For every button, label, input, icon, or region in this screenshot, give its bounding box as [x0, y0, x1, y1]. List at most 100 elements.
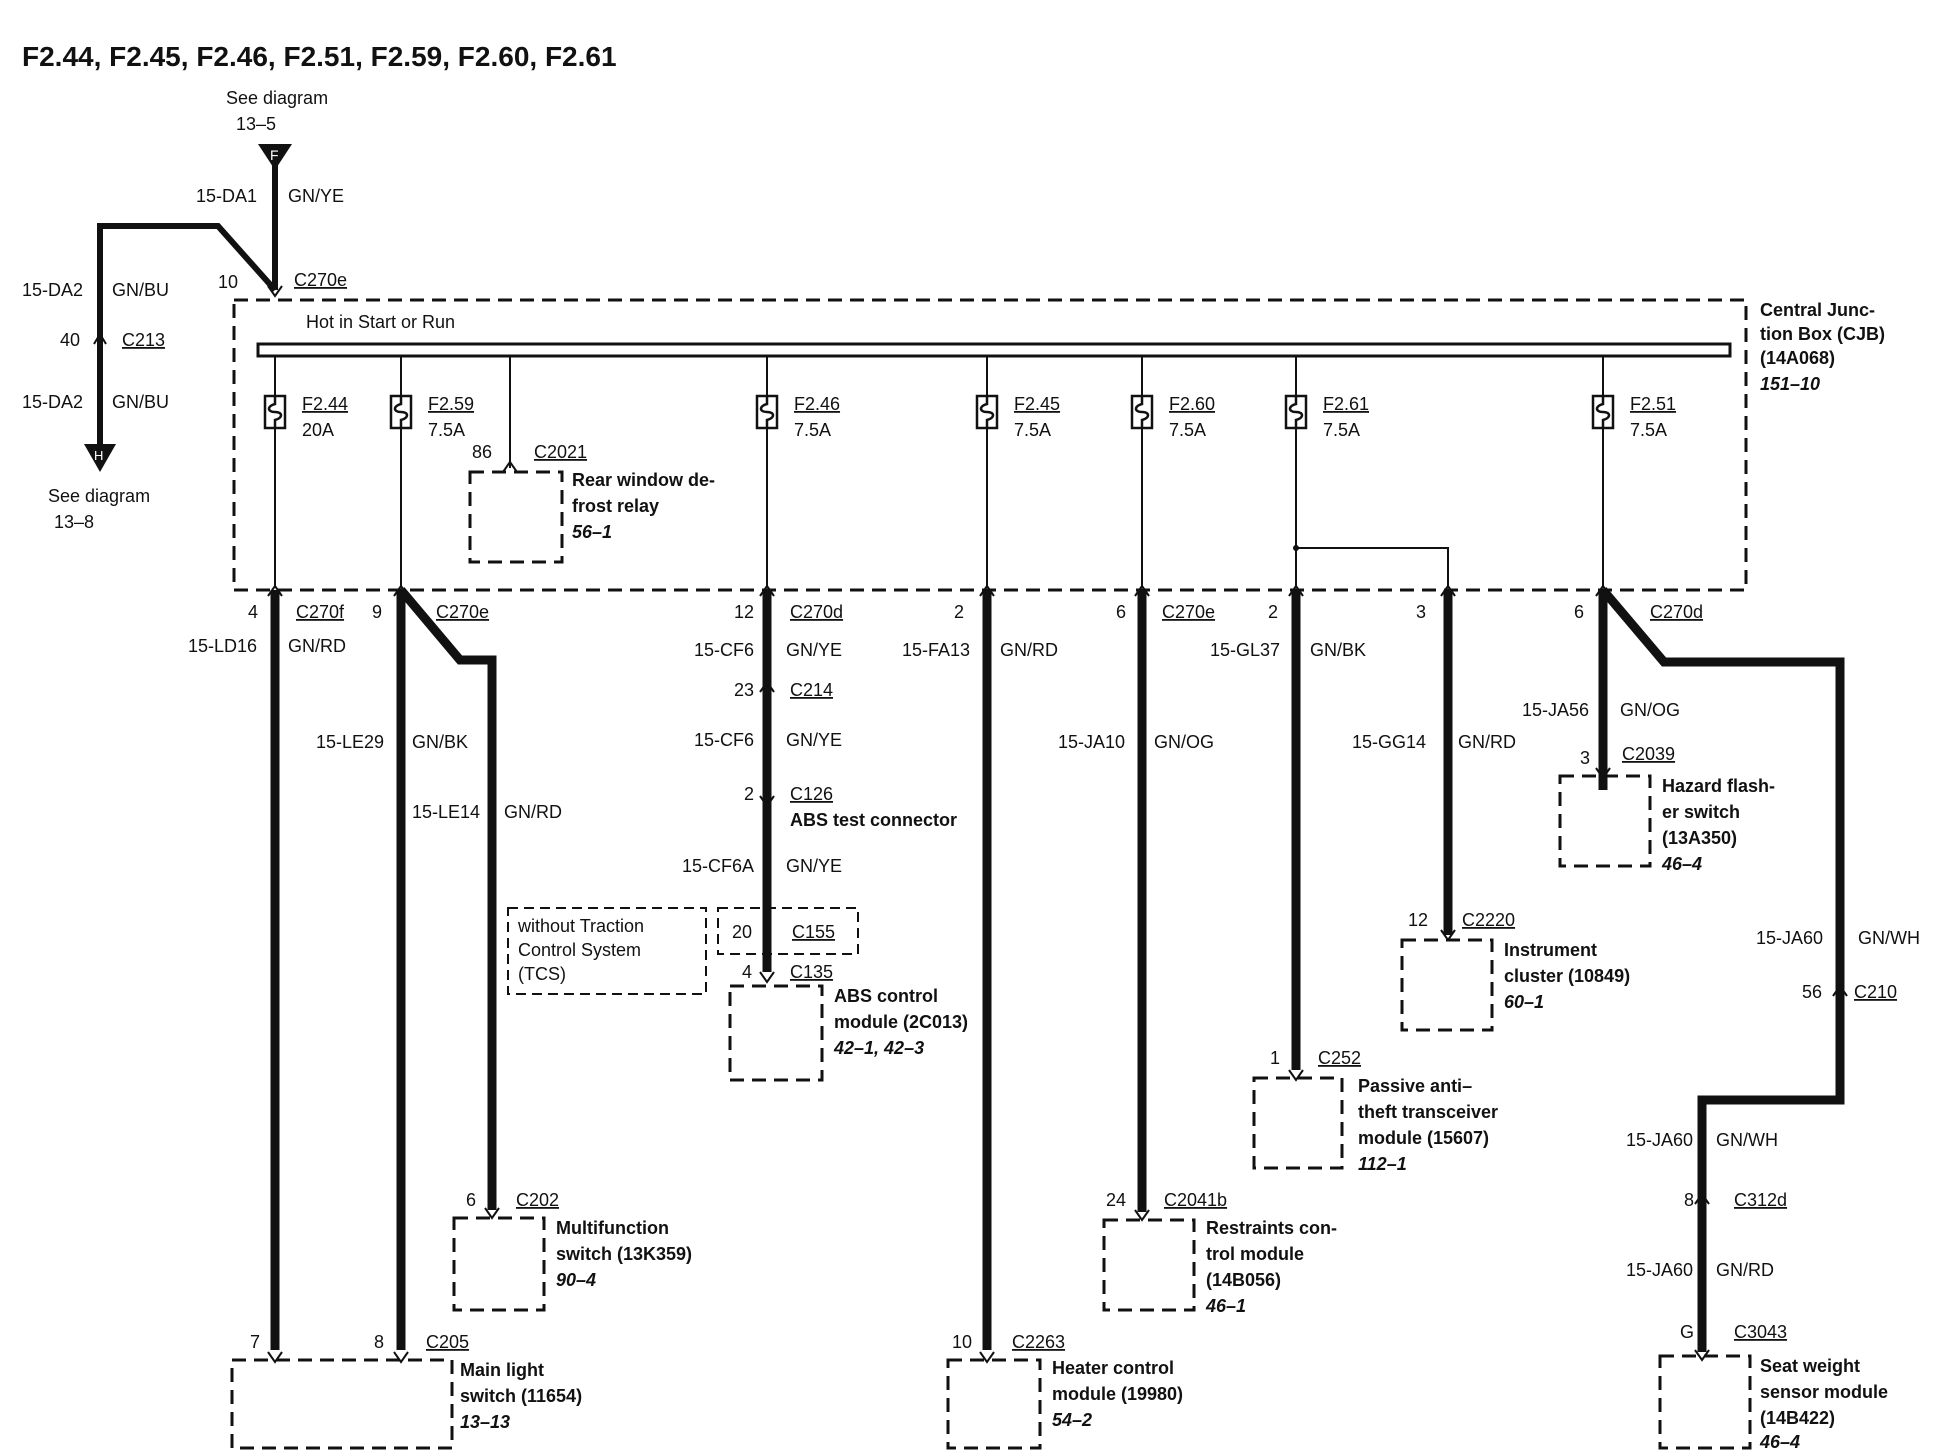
hz-connector: C2039 — [1622, 744, 1675, 764]
o4-color: GN/RD — [1000, 640, 1058, 660]
top-ref-line1: See diagram — [226, 88, 328, 108]
mls-connector: C205 — [426, 1332, 469, 1352]
o3-circuit: 15-CF6 — [694, 640, 754, 660]
relay-name-1: Rear window de- — [572, 470, 715, 490]
connector-icons — [267, 285, 1848, 1364]
c126-circuit: 15-CF6A — [682, 856, 754, 876]
fuse-f2-61-rating: 7.5A — [1323, 420, 1360, 440]
left-c213-pin: 40 — [60, 330, 80, 350]
fuse-f2-60-rating: 7.5A — [1169, 420, 1206, 440]
fuse-f2-60-name: F2.60 — [1169, 394, 1215, 414]
o8-circuit: 15-JA56 — [1522, 700, 1589, 720]
cjb-busbar — [256, 342, 1732, 358]
seat-weight-sensor: Seat weight sensor module (14B422) 46–4 — [1658, 1354, 1888, 1452]
fuse-f2-46-name: F2.46 — [794, 394, 840, 414]
c155-pin: 20 — [732, 922, 752, 942]
heater-connector: C2263 — [1012, 1332, 1065, 1352]
cjb-label: Central Junc- tion Box (CJB) (14A068) 15… — [1760, 300, 1885, 394]
relay-pin: 86 — [472, 442, 492, 462]
o8-low-color: GN/WH — [1716, 1130, 1778, 1150]
top-ref-arrow-icon — [258, 144, 292, 170]
o2-circuit: 15-LE29 — [316, 732, 384, 752]
fuse-f2-59-rating: 7.5A — [428, 420, 465, 440]
fuse-f2-44-name: F2.44 — [302, 394, 348, 414]
rcm-connector: C2041b — [1164, 1190, 1227, 1210]
ic-ref: 60–1 — [1504, 992, 1544, 1012]
rcm-pin: 24 — [1106, 1190, 1126, 1210]
heater-module: 10 C2263 Heater control module (19980) 5… — [946, 1332, 1183, 1450]
heater-name-1: Heater control — [1052, 1358, 1174, 1378]
left-ref-line2: 13–8 — [54, 512, 94, 532]
c3043-connector: C3043 — [1734, 1322, 1787, 1342]
ic-pin: 12 — [1408, 910, 1428, 930]
left-ref-line1: See diagram — [48, 486, 150, 506]
o6-pin: 2 — [1268, 602, 1278, 622]
c126-pin: 2 — [744, 784, 754, 804]
o4-circuit: 15-FA13 — [902, 640, 970, 660]
rear-defrost-relay: 86 C2021 Rear window de- frost relay 56–… — [468, 442, 715, 564]
c126-label: ABS test connector — [790, 810, 957, 830]
left-c213-icon — [93, 332, 107, 345]
hz-pin: 3 — [1580, 748, 1590, 768]
left-ref-letter: H — [94, 448, 103, 463]
o2-connector: C270e — [436, 602, 489, 622]
relay-name-2: frost relay — [572, 496, 659, 516]
cjb-name-3: (14A068) — [1760, 348, 1835, 368]
feed-pin: 10 — [218, 272, 238, 292]
fuse-f2-46-rating: 7.5A — [794, 420, 831, 440]
rcm-name-2: trol module — [1206, 1244, 1304, 1264]
pats-module: 1 C252 Passive anti– theft transceiver m… — [1252, 1048, 1498, 1174]
page-title: F2.44, F2.45, F2.46, F2.51, F2.59, F2.60… — [22, 41, 617, 72]
tcs-note-1: without Traction — [517, 916, 644, 936]
o1-circuit: 15-LD16 — [188, 636, 257, 656]
o8-color: GN/OG — [1620, 700, 1680, 720]
left-lower-circuit: 15-DA2 — [22, 392, 83, 412]
c210-pin: 56 — [1802, 982, 1822, 1002]
feed-connector: C270e — [294, 270, 347, 290]
o3-pin: 12 — [734, 602, 754, 622]
o5-connector: C270e — [1162, 602, 1215, 622]
o8-end-circuit: 15-JA60 — [1626, 1260, 1693, 1280]
mls-name-2: switch (11654) — [460, 1386, 582, 1406]
fuse-f2-46-icon — [755, 394, 779, 430]
feed-color: GN/YE — [288, 186, 344, 206]
pats-ref: 112–1 — [1358, 1154, 1407, 1174]
o5-circuit: 15-JA10 — [1058, 732, 1125, 752]
abs-name-2: module (2C013) — [834, 1012, 968, 1032]
fuse-f2-59-icon — [389, 394, 413, 430]
o3-color: GN/YE — [786, 640, 842, 660]
o6-color: GN/BK — [1310, 640, 1366, 660]
o1-connector: C270f — [296, 602, 345, 622]
o1-pin: 4 — [248, 602, 258, 622]
abs-ref: 42–1, 42–3 — [833, 1038, 924, 1058]
mfs-name-1: Multifunction — [556, 1218, 669, 1238]
o4-pin: 2 — [954, 602, 964, 622]
o5-pin: 6 — [1116, 602, 1126, 622]
fuse-f2-60-icon — [1130, 394, 1154, 430]
o8-pin: 6 — [1574, 602, 1584, 622]
c214-connector: C214 — [790, 680, 833, 700]
left-wire — [97, 223, 278, 450]
o8-low-circuit: 15-JA60 — [1626, 1130, 1693, 1150]
cjb-bus-label: Hot in Start or Run — [306, 312, 455, 332]
left-lower-color: GN/BU — [112, 392, 169, 412]
c155-connector: C155 — [792, 922, 835, 942]
pats-pin: 1 — [1270, 1048, 1280, 1068]
mfs-connector: C202 — [516, 1190, 559, 1210]
o5-color: GN/OG — [1154, 732, 1214, 752]
top-ref-line2: 13–5 — [236, 114, 276, 134]
cjb-name-2: tion Box (CJB) — [1760, 324, 1885, 344]
c214-color: GN/YE — [786, 730, 842, 750]
sws-name-3: (14B422) — [1760, 1408, 1835, 1428]
c135-connector: C135 — [790, 962, 833, 982]
mls-ref: 13–13 — [460, 1412, 510, 1432]
restraints-module: 24 C2041b Restraints con- trol module (1… — [1102, 1190, 1337, 1316]
multifunction-switch: 6 C202 Multifunction switch (13K359) 90–… — [452, 1190, 692, 1312]
fuse-f2-44-rating: 20A — [302, 420, 334, 440]
o2b-color: GN/RD — [504, 802, 562, 822]
pats-connector: C252 — [1318, 1048, 1361, 1068]
o3-connector: C270d — [790, 602, 843, 622]
harness-wires — [270, 587, 1845, 1352]
tcs-note-2: Control System — [518, 940, 641, 960]
